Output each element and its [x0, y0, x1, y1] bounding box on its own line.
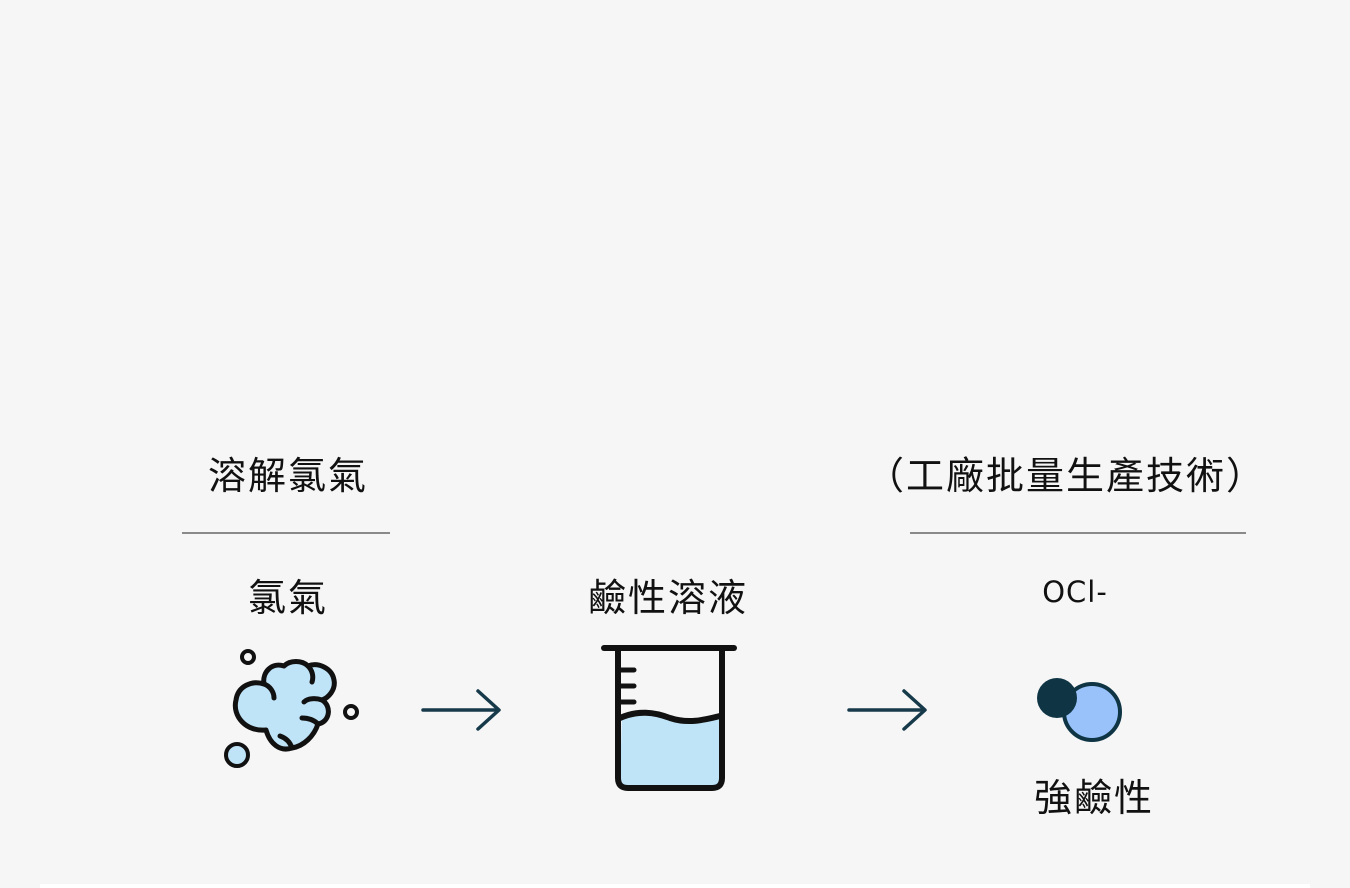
label-strong-alkaline: 強鹼性 [1033, 776, 1155, 820]
arrow-right-icon [847, 689, 927, 731]
hypochlorite-ion-icon [1037, 678, 1122, 742]
heading-dissolve-chlorine: 溶解氯氣 [207, 454, 369, 498]
label-hypochlorite-ion: OCl- [1042, 575, 1108, 609]
footer-strip [40, 884, 1310, 888]
label-alkaline-solution: 鹼性溶液 [587, 576, 749, 620]
label-chlorine: 氯氣 [247, 576, 329, 620]
divider-right [910, 532, 1246, 534]
heading-factory-production: （工廠批量生產技術） [865, 454, 1267, 498]
beaker-icon [601, 645, 737, 791]
divider-left [182, 532, 390, 534]
arrow-right-icon [421, 689, 501, 731]
gas-bubbles-icon [224, 649, 359, 768]
